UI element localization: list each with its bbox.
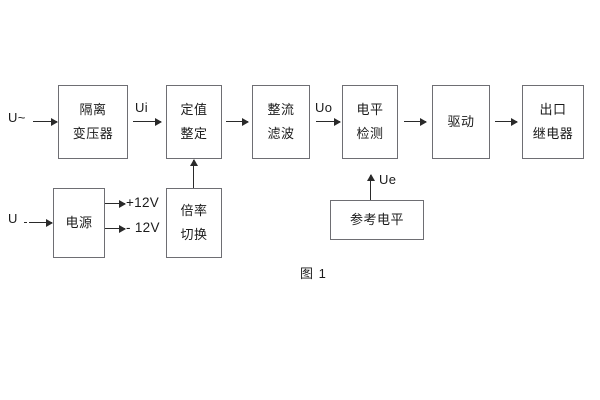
- block-line-1: 定值: [180, 102, 208, 118]
- signal-label-ui: Ui: [135, 100, 148, 115]
- arrow-ac-to-isolation-transformer: [33, 121, 57, 123]
- figure-caption: 图 1: [300, 266, 327, 281]
- block-line-1: 电源: [65, 215, 93, 231]
- arrow-setpoint-to-rectifier: [226, 121, 248, 123]
- signal-label-uo: Uo: [315, 100, 333, 115]
- block-level-detection: 电平 检测: [342, 85, 398, 159]
- block-line-1: 驱动: [447, 114, 475, 130]
- block-line-1: 倍率: [180, 203, 208, 219]
- block-line-2: 滤波: [267, 126, 295, 141]
- block-line-2: 检测: [356, 126, 384, 141]
- block-line-2: 变压器: [72, 126, 114, 141]
- block-line-2: 切换: [180, 227, 208, 242]
- block-line-1: 整流: [267, 102, 295, 118]
- arrow-multiplier-switch-to-setpoint: [193, 160, 195, 188]
- input-label-ac: U~: [8, 110, 26, 125]
- signal-label-ue: Ue: [379, 172, 397, 187]
- block-reference-level: 参考电平: [330, 200, 424, 240]
- block-isolation-transformer: 隔离 变压器: [58, 85, 128, 159]
- block-multiplier-switch: 倍率 切换: [166, 188, 222, 258]
- arrow-isolation-transformer-to-setpoint: [133, 121, 161, 123]
- block-line-2: 整定: [180, 126, 208, 141]
- arrow-rail-negative: [105, 228, 125, 230]
- rail-label-negative: - 12V: [126, 220, 160, 235]
- arrow-level-detection-to-drive: [404, 121, 426, 123]
- block-drive: 驱动: [432, 85, 490, 159]
- block-line-1: 隔离: [79, 102, 107, 118]
- arrow-drive-to-output-relay: [495, 121, 517, 123]
- arrow-dc-to-power-supply: [30, 222, 52, 224]
- block-output-relay: 出口 继电器: [522, 85, 584, 159]
- block-line-1: 出口: [539, 102, 567, 118]
- block-rectifier-filter: 整流 滤波: [252, 85, 310, 159]
- input-label-dc: U: [8, 211, 18, 226]
- block-setpoint-setting: 定值 整定: [166, 85, 222, 159]
- block-line-2: 继电器: [532, 126, 574, 141]
- block-line-1: 电平: [356, 102, 384, 118]
- arrow-reference-level-to-level-detection: [370, 175, 372, 200]
- rail-label-positive: +12V: [126, 195, 160, 210]
- arrow-rail-positive: [105, 203, 125, 205]
- block-power-supply: 电源: [53, 188, 105, 258]
- block-line-1: 参考电平: [349, 212, 404, 228]
- arrow-rectifier-to-level-detection: [316, 121, 340, 123]
